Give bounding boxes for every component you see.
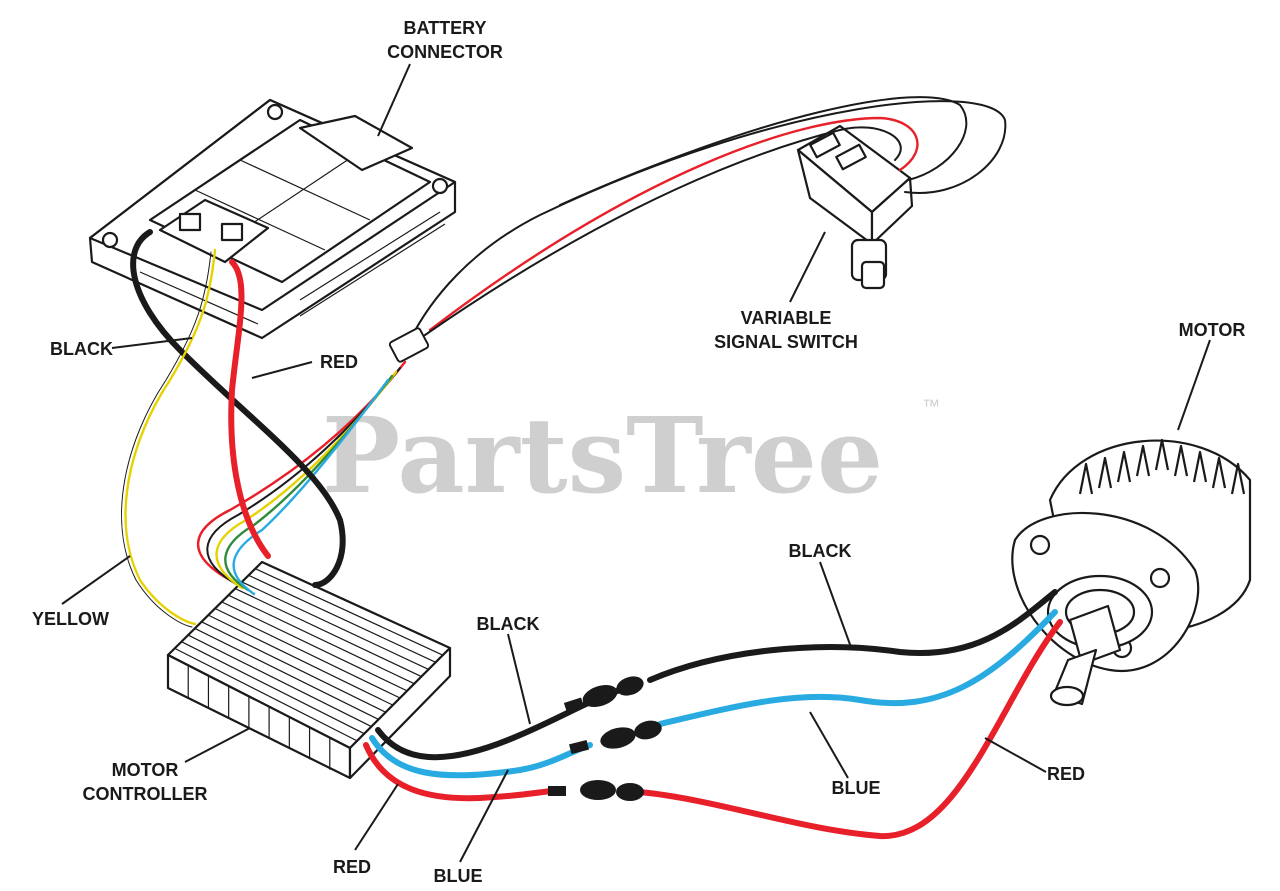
- label-variable-signal-line1: VARIABLE: [741, 308, 832, 328]
- battery-connector: [88, 98, 457, 340]
- motor-controller: [166, 560, 452, 780]
- label-motor-controller-line1: MOTOR: [112, 760, 179, 780]
- label-blue-bottom: BLUE: [434, 866, 483, 886]
- label-black-mid: BLACK: [477, 614, 540, 634]
- labels: BATTERY CONNECTOR VARIABLE SIGNAL SWITCH…: [32, 18, 1245, 886]
- label-yellow: YELLOW: [32, 609, 109, 629]
- wires: [121, 96, 1063, 840]
- motor: [1011, 438, 1252, 707]
- label-red-top: RED: [320, 352, 358, 372]
- label-black-top: BLACK: [50, 339, 113, 359]
- label-motor: MOTOR: [1179, 320, 1246, 340]
- label-battery-connector-line1: BATTERY: [404, 18, 487, 38]
- label-battery-connector-line2: CONNECTOR: [387, 42, 503, 62]
- watermark-trademark: ™: [922, 396, 940, 416]
- label-red-bottom: RED: [333, 857, 371, 877]
- label-red-right: RED: [1047, 764, 1085, 784]
- variable-signal-switch: [796, 124, 914, 290]
- label-motor-controller-line2: CONTROLLER: [83, 784, 208, 804]
- label-variable-signal-line2: SIGNAL SWITCH: [714, 332, 858, 352]
- watermark: PartsTree ™: [322, 394, 940, 517]
- label-black-right: BLACK: [789, 541, 852, 561]
- leader-lines: [61, 63, 1211, 863]
- watermark-text: PartsTree: [322, 394, 883, 517]
- label-blue-right: BLUE: [832, 778, 881, 798]
